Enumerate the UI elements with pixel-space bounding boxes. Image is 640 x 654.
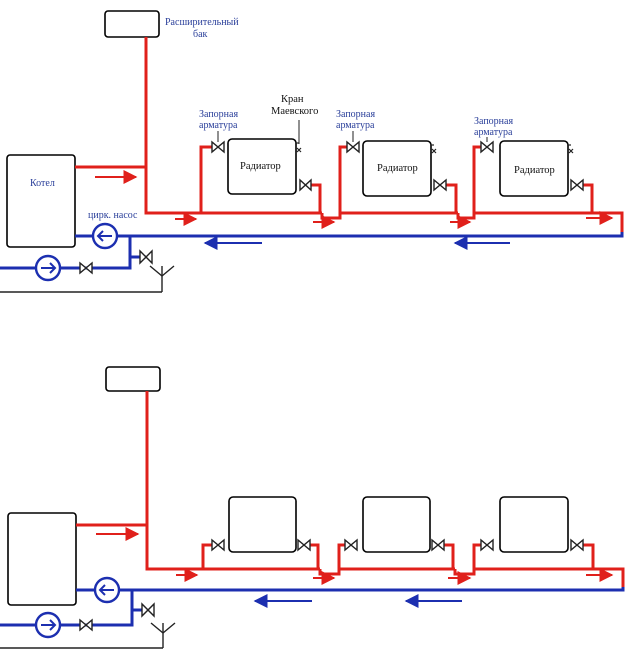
- radiator-1: [211, 496, 311, 553]
- shutoff-label-line1: Запорная: [199, 109, 238, 120]
- shutoff-valve-icon: [79, 261, 93, 275]
- radiator-icon: [227, 138, 297, 195]
- drain-funnel-icon: [150, 622, 176, 634]
- boiler-icon: [6, 154, 76, 248]
- radiator-icon: [362, 140, 432, 197]
- shutoff-valve-icon: [211, 140, 225, 154]
- shutoff-label-line1: Запорная: [474, 116, 513, 127]
- shutoff-valve-icon: [480, 538, 494, 552]
- top-scheme: Расширительный бак Котел: [0, 10, 624, 293]
- mayevsky-label-line1: Кран: [281, 94, 304, 105]
- shutoff-label-line2: арматура: [199, 120, 238, 131]
- circulation-pump-icon: [34, 611, 62, 639]
- radiator-label: Радиатор: [377, 163, 418, 174]
- expansion-tank-icon: [104, 10, 160, 38]
- radiator-label: Радиатор: [240, 161, 281, 172]
- circulation-pump-icon: [93, 576, 121, 604]
- radiator-2: [344, 496, 445, 553]
- expansion-tank-icon: [105, 366, 161, 392]
- shutoff-label-line2: арматура: [474, 127, 513, 138]
- expansion-tank-label-line1: Расширительный: [165, 17, 239, 28]
- pump-label: цирк. насос: [88, 210, 138, 221]
- shutoff-valve-icon: [570, 538, 584, 552]
- shutoff-valve-icon: [346, 140, 360, 154]
- mayevsky-valve-icon: [431, 144, 437, 154]
- radiator-label: Радиатор: [514, 165, 555, 176]
- circulation-pump-icon: [34, 254, 62, 282]
- mayevsky-label-line2: Маевского: [271, 106, 318, 117]
- radiator-outlet-pipes: [311, 183, 594, 212]
- flow-arrows-supply: [95, 170, 614, 229]
- radiator-3: Радиатор: [480, 140, 584, 197]
- shutoff-label-line1: Запорная: [336, 109, 375, 120]
- mayevsky-valve-icon: [568, 144, 574, 154]
- radiator-icon: [228, 496, 297, 553]
- boiler-label: Котел: [30, 178, 55, 189]
- radiator-1: Радиатор: [211, 120, 312, 195]
- shutoff-label-line2: арматура: [336, 120, 375, 131]
- shutoff-valve-icon: [344, 538, 358, 552]
- drain-funnel-icon: [149, 265, 175, 277]
- expansion-tank-label-line2: бак: [193, 29, 208, 40]
- shutoff-valve-icon: [139, 249, 153, 265]
- circulation-pump-icon: [91, 222, 119, 250]
- shutoff-valve-icon: [570, 178, 584, 192]
- radiator-3: [480, 496, 584, 553]
- shutoff-valve-icon: [211, 538, 225, 552]
- shutoff-valve-icon: [79, 618, 93, 632]
- mayevsky-valve-icon: [296, 120, 302, 153]
- shutoff-valve-icon: [480, 140, 494, 154]
- supply-pipe: [75, 37, 624, 232]
- shutoff-valve-icon: [299, 178, 312, 192]
- radiator-icon: [499, 496, 569, 553]
- shutoff-valve-icon: [431, 538, 445, 552]
- boiler-icon: [7, 512, 77, 606]
- supply-pipe: [76, 391, 625, 587]
- radiator-2: Радиатор: [346, 140, 447, 197]
- bottom-scheme: [0, 366, 625, 649]
- shutoff-valve-icon: [297, 538, 311, 552]
- shutoff-valve-icon: [433, 178, 447, 192]
- radiator-icon: [499, 140, 569, 197]
- return-pipe: [0, 587, 625, 627]
- radiator-outlet-pipes: [310, 543, 595, 568]
- shutoff-valve-icon: [141, 602, 155, 618]
- radiator-icon: [362, 496, 431, 553]
- flow-arrows-supply: [96, 527, 614, 585]
